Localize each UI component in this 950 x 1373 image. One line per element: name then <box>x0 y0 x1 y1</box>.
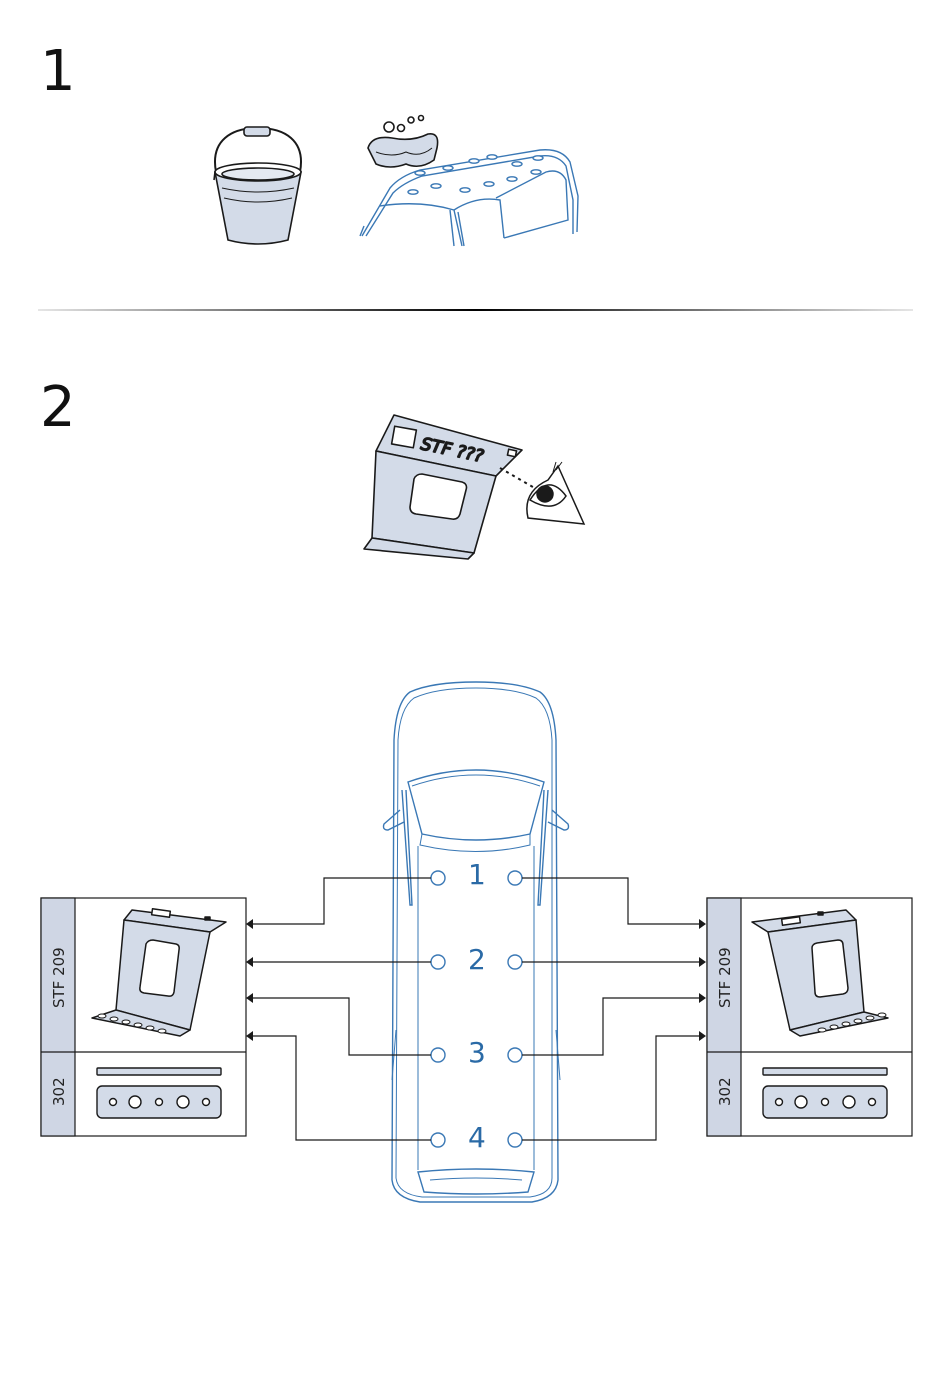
mount-hole-2-left <box>431 955 445 969</box>
section-divider <box>38 309 913 311</box>
mount-hole-3-right <box>508 1048 522 1062</box>
leader-arrows <box>246 919 706 1041</box>
right-foot-label: STF 209 <box>716 947 734 1008</box>
mount-point-label-4: 4 <box>468 1121 486 1154</box>
mount-hole-4-right <box>508 1133 522 1147</box>
roof-foot-icon: STF ??? <box>364 415 522 559</box>
right-parts-panel: STF 209 302 <box>707 898 912 1136</box>
right-rail-icon <box>763 1068 887 1118</box>
sponge-icon <box>368 116 438 168</box>
leader-lines <box>252 878 700 1140</box>
mount-hole-4-left <box>431 1133 445 1147</box>
right-rail-label: 302 <box>716 1077 734 1106</box>
mount-point-label-2: 2 <box>468 943 486 976</box>
left-rail-icon <box>97 1068 221 1118</box>
left-rail-label: 302 <box>50 1077 68 1106</box>
mount-hole-2-right <box>508 955 522 969</box>
sight-line <box>500 468 538 490</box>
eye-icon <box>527 462 584 524</box>
mount-point-label-1: 1 <box>468 858 486 891</box>
mount-point-label-3: 3 <box>468 1036 486 1069</box>
bucket-icon <box>214 127 301 244</box>
left-parts-panel: STF 209 302 <box>41 898 246 1136</box>
mount-hole-1-left <box>431 871 445 885</box>
mount-hole-1-right <box>508 871 522 885</box>
left-foot-label: STF 209 <box>50 947 68 1008</box>
mount-hole-3-left <box>431 1048 445 1062</box>
